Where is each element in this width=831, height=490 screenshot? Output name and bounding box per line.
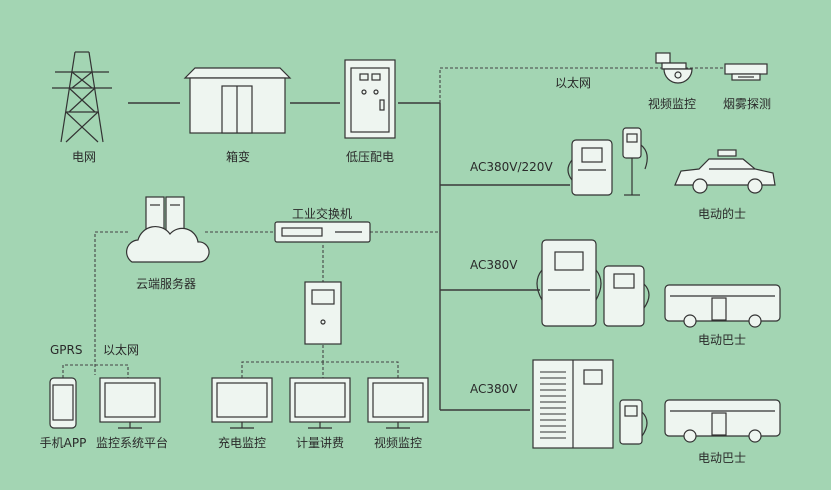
label-video-monitor-bottom: 视频监控: [373, 436, 423, 450]
label-ac380-220: AC380V/220V: [470, 160, 553, 174]
power-tower-icon: [52, 51, 112, 143]
label-ethernet-top: 以太网: [555, 76, 592, 90]
label-ac380-mid: AC380V: [470, 258, 518, 272]
cloud-server-icon: [126, 196, 210, 263]
label-low-voltage-distribution: 低压配电: [345, 150, 395, 164]
smoke-detector-icon: [724, 63, 768, 81]
label-smoke-detection: 烟雾探测: [722, 97, 772, 111]
monitor-icon: [367, 377, 429, 429]
industrial-switch-icon: [274, 221, 371, 243]
label-taxi: 电动的士: [697, 207, 747, 221]
label-bus-mid: 电动巴士: [697, 333, 747, 347]
bus-icon: [664, 399, 781, 443]
label-gprs: GPRS: [50, 343, 83, 357]
dc-charger-icon: [536, 239, 650, 327]
server-tower-icon: [304, 281, 342, 345]
label-ethernet-bottom: 以太网: [103, 343, 140, 357]
label-cloud-server: 云端服务器: [135, 277, 197, 291]
label-metering-billing: 计量讲费: [295, 436, 345, 450]
monitor-icon: [289, 377, 351, 429]
label-charge-monitor: 充电监控: [217, 436, 267, 450]
taxi-icon: [674, 149, 776, 194]
label-box-transformer: 箱变: [225, 150, 251, 164]
monitor-icon: [211, 377, 273, 429]
bus-icon: [664, 284, 781, 328]
distribution-cabinet-icon: [344, 59, 396, 139]
solid-connections: [128, 102, 570, 411]
ac-charger-icon: [567, 127, 648, 196]
label-grid: 电网: [71, 150, 97, 164]
charging-cabinet-icon: [532, 359, 648, 449]
label-monitor-platform: 监控系统平台: [95, 436, 169, 450]
label-bus-low: 电动巴士: [697, 451, 747, 465]
box-transformer-icon: [183, 67, 292, 134]
label-video-monitor-top: 视频监控: [647, 97, 697, 111]
label-industrial-switch: 工业交换机: [291, 207, 353, 221]
label-phone-app: 手机APP: [39, 436, 87, 450]
label-ac380-low: AC380V: [470, 382, 518, 396]
camera-icon: [655, 52, 693, 84]
monitor-icon: [99, 377, 161, 429]
phone-icon: [49, 377, 77, 429]
